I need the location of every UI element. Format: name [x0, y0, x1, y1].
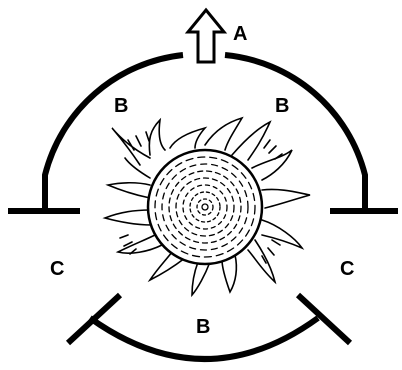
label-b-upper-right: B — [275, 95, 289, 117]
label-c-right: C — [340, 258, 354, 280]
cell-body — [148, 150, 262, 264]
bottom-right-tick — [298, 295, 350, 343]
label-a-top: A — [233, 23, 247, 45]
label-b-upper-left: B — [114, 95, 128, 117]
bottom-left-tick — [68, 295, 120, 343]
arrow-up-icon — [188, 10, 224, 62]
label-c-left: C — [50, 258, 64, 280]
label-b-bottom: B — [196, 316, 210, 338]
